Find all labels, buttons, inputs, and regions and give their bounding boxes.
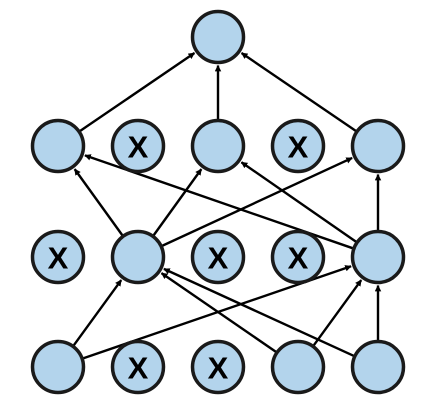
node-hidden-1-1 xyxy=(110,229,166,285)
node-circle xyxy=(350,229,406,285)
dropout-x-mark: X xyxy=(48,241,69,276)
node-circle xyxy=(270,339,326,395)
node-circle xyxy=(110,229,166,285)
dropped-node-input-2: X xyxy=(190,339,246,395)
dropout-x-mark: X xyxy=(128,130,149,165)
edge-hidden-1-1-to-hidden-2-2 xyxy=(152,168,203,237)
node-circle xyxy=(30,229,86,285)
edge-hidden-1-4-to-hidden-2-2 xyxy=(240,161,357,243)
node-circle xyxy=(270,229,326,285)
node-hidden-1-4 xyxy=(350,229,406,285)
node-circle xyxy=(30,118,86,174)
dropped-node-hidden-2-3: X xyxy=(270,118,326,174)
node-hidden-2-2 xyxy=(190,118,246,174)
edge-input-3-to-hidden-1-4 xyxy=(312,279,363,347)
node-output-0 xyxy=(190,9,246,65)
dropout-x-mark: X xyxy=(128,351,149,386)
edges-layer xyxy=(72,52,382,360)
dropout-x-mark: X xyxy=(288,130,309,165)
node-circle xyxy=(270,118,326,174)
edge-input-4-to-hidden-1-1 xyxy=(163,267,355,358)
node-circle xyxy=(190,229,246,285)
edge-hidden-2-0-to-output-0 xyxy=(79,52,196,133)
dropout-x-mark: X xyxy=(288,241,309,276)
edge-hidden-1-1-to-hidden-2-0 xyxy=(73,168,124,237)
dropped-node-hidden-1-3: X xyxy=(270,229,326,285)
node-hidden-2-0 xyxy=(30,118,86,174)
node-circle xyxy=(110,339,166,395)
node-circle xyxy=(190,339,246,395)
dropped-node-hidden-1-0: X xyxy=(30,229,86,285)
edge-input-3-to-hidden-1-1 xyxy=(160,272,277,353)
dropout-x-mark: X xyxy=(208,241,229,276)
node-input-3 xyxy=(270,339,326,395)
node-hidden-2-4 xyxy=(350,118,406,174)
dropout-x-mark: X xyxy=(208,351,229,386)
dropped-node-hidden-2-1: X xyxy=(110,118,166,174)
node-input-4 xyxy=(350,339,406,395)
edge-hidden-2-4-to-output-0 xyxy=(240,52,357,133)
node-circle xyxy=(350,118,406,174)
nodes-layer: X X X X X X X xyxy=(30,9,406,395)
dropped-node-input-1: X xyxy=(110,339,166,395)
node-circle xyxy=(110,118,166,174)
edge-hidden-1-1-to-hidden-2-4 xyxy=(161,156,353,247)
node-input-0 xyxy=(30,339,86,395)
dropped-node-hidden-1-2: X xyxy=(190,229,246,285)
edge-input-0-to-hidden-1-1 xyxy=(72,279,123,347)
node-circle xyxy=(190,9,246,65)
node-circle xyxy=(350,339,406,395)
node-circle xyxy=(30,339,86,395)
node-circle xyxy=(190,118,246,174)
